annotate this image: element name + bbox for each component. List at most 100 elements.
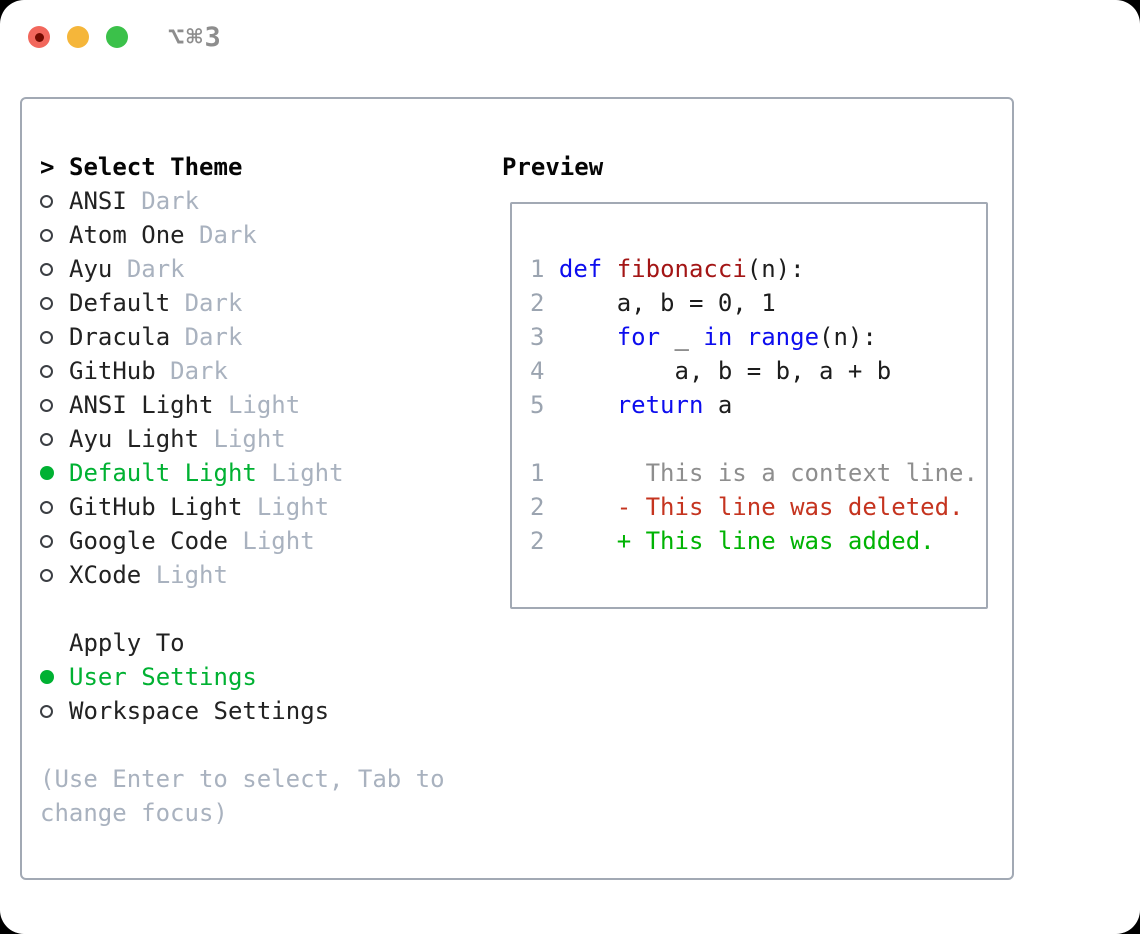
code-token: - This line was deleted.	[558, 493, 964, 521]
radio-selected-icon	[40, 670, 54, 684]
radio-cell	[40, 330, 69, 344]
theme-option-ayu-dark[interactable]: Ayu Dark	[40, 252, 445, 286]
apply-option-text: Workspace Settings	[69, 697, 330, 725]
theme-variant: Dark	[170, 357, 228, 385]
theme-option-ayu-light-light[interactable]: Ayu Light Light	[40, 422, 445, 456]
radio-cell	[40, 432, 69, 446]
line-number: 1	[530, 459, 559, 487]
theme-option-atom-one-dark[interactable]: Atom One Dark	[40, 218, 445, 252]
radio-unselected-icon	[40, 500, 53, 514]
theme-name: GitHub	[69, 357, 156, 385]
theme-option-default-light-light[interactable]: Default Light Light	[40, 456, 445, 490]
apply-to-title: Apply To	[69, 629, 185, 657]
theme-option-default-dark[interactable]: Default Dark	[40, 286, 445, 320]
radio-cell	[40, 534, 69, 548]
code-token: def	[558, 255, 603, 283]
theme-variant: Light	[227, 391, 301, 419]
apply-option-label: User Settings	[69, 663, 257, 691]
radio-selected-icon	[40, 466, 54, 480]
hint-line-1: (Use Enter to select, Tab to	[40, 765, 445, 793]
minimize-button[interactable]	[67, 26, 89, 48]
theme-option-label: GitHub Dark	[69, 357, 228, 385]
theme-name: ANSI Light	[69, 391, 214, 419]
radio-cell	[40, 568, 69, 582]
spacer	[40, 592, 445, 626]
code-token: range	[746, 323, 820, 351]
code-line: 2 - This line was deleted.	[530, 490, 986, 524]
theme-option-label: ANSI Light Light	[69, 391, 300, 419]
apply-option-user-settings[interactable]: User Settings	[40, 660, 445, 694]
radio-cell	[40, 296, 69, 310]
apply-option-text: User Settings	[69, 663, 257, 691]
preview-title: Preview	[502, 153, 604, 181]
code-line: 2 a, b = 0, 1	[530, 286, 986, 320]
code-token: in	[703, 323, 733, 351]
close-button[interactable]	[28, 26, 50, 48]
code-token	[559, 323, 617, 351]
theme-option-label: Dracula Dark	[69, 323, 242, 351]
code-line: 3 for _ in range(n):	[530, 320, 986, 354]
theme-option-xcode-light[interactable]: XCode Light	[40, 558, 445, 592]
radio-unselected-icon	[40, 432, 53, 446]
theme-variant: Light	[155, 561, 228, 589]
theme-option-label: Google Code Light	[69, 527, 315, 555]
preview-panel: Preview 1 def fibonacci(n):2 a, b = 0, 1…	[502, 99, 988, 609]
code-line	[530, 422, 986, 456]
code-token: return	[616, 391, 704, 419]
apply-to-header: Apply To	[40, 626, 445, 660]
theme-option-label: Default Dark	[69, 289, 242, 317]
select-theme-title: Select Theme	[69, 153, 243, 181]
unsaved-changes-dot	[34, 32, 44, 42]
code-token: for	[616, 323, 661, 351]
theme-variant: Light	[271, 459, 344, 487]
theme-option-google-code-light[interactable]: Google Code Light	[40, 524, 445, 558]
theme-variant: Light	[256, 493, 330, 521]
theme-name: Atom One	[69, 221, 185, 249]
theme-option-github-light-light[interactable]: GitHub Light Light	[40, 490, 445, 524]
focus-caret-cell: >	[40, 153, 69, 181]
theme-option-label: GitHub Light Light	[69, 493, 329, 521]
theme-variant: Dark	[199, 221, 257, 249]
code-line: 5 return a	[530, 388, 986, 422]
theme-option-ansi-light-light[interactable]: ANSI Light Light	[40, 388, 445, 422]
line-number: 1	[530, 255, 559, 283]
radio-unselected-icon	[40, 534, 53, 548]
select-theme-header: > Select Theme	[40, 150, 445, 184]
code-token: a, b = 0, 1	[558, 289, 776, 317]
radio-cell	[40, 364, 69, 378]
theme-option-label: Atom One Dark	[69, 221, 257, 249]
focus-caret-icon: >	[40, 153, 55, 181]
theme-variant: Dark	[184, 323, 243, 351]
apply-option-workspace-settings[interactable]: Workspace Settings	[40, 694, 445, 728]
theme-option-label: ANSI Dark	[69, 187, 199, 215]
theme-option-ansi-dark[interactable]: ANSI Dark	[40, 184, 445, 218]
theme-name: Dracula	[69, 323, 171, 351]
line-number: 3	[530, 323, 559, 351]
theme-name: Ayu Light	[69, 425, 200, 453]
theme-option-dracula-dark[interactable]: Dracula Dark	[40, 320, 445, 354]
code-line: 1 def fibonacci(n):	[530, 252, 986, 286]
code-token: a, b = b, a + b	[558, 357, 892, 385]
radio-unselected-icon	[40, 364, 53, 378]
line-number: 4	[530, 357, 559, 385]
code-token	[602, 255, 616, 283]
radio-unselected-icon	[40, 296, 53, 310]
radio-unselected-icon	[40, 398, 53, 412]
zoom-button[interactable]	[106, 26, 128, 48]
theme-variant: Light	[213, 425, 286, 453]
theme-name: XCode	[69, 561, 142, 589]
code-token: This is a context line.	[558, 459, 978, 487]
radio-cell	[40, 670, 69, 684]
theme-name: Ayu	[69, 255, 113, 283]
theme-option-github-dark[interactable]: GitHub Dark	[40, 354, 445, 388]
code-token: + This line was added.	[558, 527, 935, 555]
spacer	[40, 728, 445, 762]
theme-option-label: Default Light Light	[69, 459, 344, 487]
radio-cell	[40, 466, 69, 480]
